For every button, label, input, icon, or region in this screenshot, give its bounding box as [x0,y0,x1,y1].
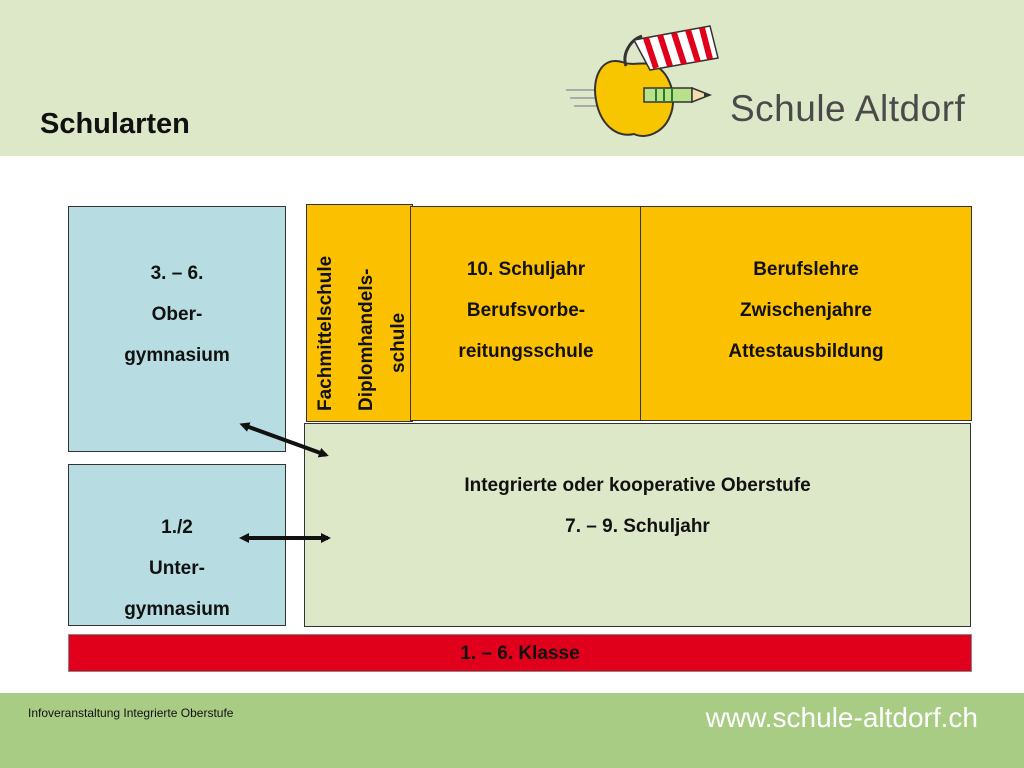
obergymnasium-box: 3. – 6. Ober- gymnasium [68,206,286,452]
berufslehre-line-3: Attestausbildung [728,341,884,362]
obergymnasium-line-2: Ober- [151,304,203,325]
fachmittelschule-line-1: Fachmittelschule [315,255,336,411]
page-title: Schularten [40,108,190,140]
untergymnasium-line-1: 1./2 [161,517,193,538]
berufslehre-box: Berufslehre Zwischenjahre Attestausbildu… [640,206,972,421]
school-logo-text: Schule Altdorf [730,88,966,129]
untergymnasium-box: 1./2 Unter- gymnasium [68,464,286,626]
untergymnasium-line-3: gymnasium [124,599,230,620]
oberstufe-box: Integrierte oder kooperative Oberstufe 7… [304,423,971,627]
primar-bar: 1. – 6. Klasse [68,634,972,672]
schuljahr10-line-1: 10. Schuljahr [466,259,586,280]
schuljahr10-box: 10. Schuljahr Berufsvorbe- reitungsschul… [410,206,642,421]
footer-website-link[interactable]: www.schule-altdorf.ch [705,702,978,733]
primar-label: 1. – 6. Klasse [460,643,580,664]
berufslehre-line-2: Zwischenjahre [740,300,872,321]
fachmittelschule-line-2: Diplomhandels- [356,268,377,411]
obergymnasium-line-1: 3. – 6. [150,263,204,284]
berufslehre-line-1: Berufslehre [753,259,859,280]
schuljahr10-line-3: reitungsschule [458,341,594,362]
untergymnasium-line-2: Unter- [149,558,205,579]
footer-event-label: Infoveranstaltung Integrierte Oberstufe [28,706,234,720]
schuljahr10-line-2: Berufsvorbe- [466,300,586,321]
obergymnasium-line-3: gymnasium [124,345,230,366]
oberstufe-line-2: 7. – 9. Schuljahr [565,516,710,537]
apple-logo-icon [566,25,719,137]
fachmittelschule-line-3: schule [388,312,409,373]
fachmittelschule-box: Fachmittelschule Diplomhandels- schule [306,204,413,422]
oberstufe-line-1: Integrierte oder kooperative Oberstufe [464,475,811,496]
header-band [0,0,1024,156]
footer-band [0,693,1024,768]
